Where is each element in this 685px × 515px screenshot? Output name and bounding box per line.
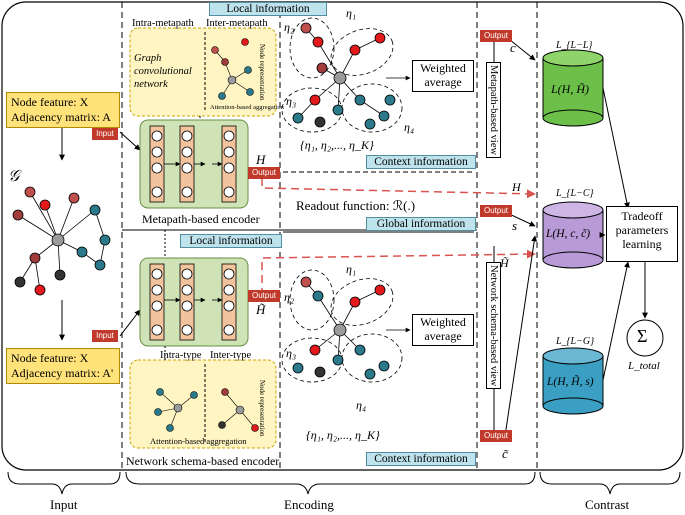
H-label: H (256, 152, 266, 167)
node-feature-bottom: Node feature: X (11, 351, 89, 365)
context-info-top: Context information (366, 155, 476, 169)
loss-cylinder-lc (542, 201, 604, 269)
loss-lg-formula: L(H, H̃, s) (547, 376, 594, 388)
weighted-average-top: Weighted average (412, 60, 474, 92)
intra-metapath-label: Intra-metapath (132, 18, 194, 29)
mp-eta3: η₃ (286, 94, 297, 108)
loss-lg-label: L_{L−G} (556, 336, 595, 347)
loss-cylinder-lg (542, 347, 604, 415)
H-label-right: H (512, 180, 521, 194)
sc-set: {η₁, η₂,..., η_K} (306, 428, 380, 442)
c-label: c (510, 40, 516, 55)
intra-type-label: Intra-type (160, 350, 202, 361)
ctilde-label: c̃ (502, 446, 508, 461)
sc-eta1: η₁ (346, 262, 357, 276)
gcn-label: Graph convolutional network (134, 53, 192, 90)
local-info-bottom: Local information (180, 234, 282, 248)
sum-circle (626, 319, 664, 357)
schema-cluster-graph (281, 269, 411, 383)
context-info-bottom: Context information (366, 452, 476, 466)
section-encoding: Encoding (284, 497, 334, 512)
graph-symbol: 𝒢 (8, 168, 20, 185)
loss-ll-label: L_{L−L} (556, 40, 593, 51)
input-button-bottom: Input (92, 330, 118, 342)
weighted-average-bottom: Weighted average (412, 314, 474, 346)
output-button-c: Output (480, 30, 512, 42)
inter-metapath-label: Inter-metapath (206, 18, 268, 29)
metapath-view: Metapath-based view (486, 62, 501, 159)
attention-top: Attention-based aggregation (210, 104, 284, 111)
adjacency-bottom: Adjacency matrix: A' (11, 366, 114, 380)
outer-frame (1, 1, 684, 471)
tradeoff-box: Tradeoff parameters learning (606, 206, 678, 262)
mp-set: {η₁, η₂,..., η_K} (300, 138, 374, 152)
input-box-bottom: Node feature: X Adjacency matrix: A' (6, 348, 120, 384)
sc-eta2: η₂ (284, 290, 295, 304)
Htilde-label-right: H̃ (500, 256, 509, 270)
loss-lc-label: L_{L−C} (556, 188, 594, 199)
metapath-inset (129, 27, 277, 117)
s-label: s (512, 218, 518, 233)
total-loss-label: L_total (628, 360, 660, 372)
inter-type-label: Inter-type (210, 350, 252, 361)
metapath-cluster-graph (281, 17, 411, 133)
sc-eta3: η₃ (286, 346, 297, 360)
inset-graph-bottom (154, 388, 259, 432)
loss-cylinder-ll (542, 49, 604, 127)
input-graph (12, 186, 111, 296)
readout-label: Readout function: ℛ(.) (296, 198, 416, 213)
input-box-top: Node feature: X Adjacency matrix: A (6, 92, 120, 128)
output-button-s: Output (480, 205, 512, 217)
mp-eta1: η₁ (346, 6, 357, 20)
output-button-H: Output (248, 167, 280, 179)
Htilde-label: H̃ (256, 302, 266, 317)
sum-symbol: Σ (637, 326, 648, 346)
node-repr-top: Node representation (258, 44, 266, 101)
schema-view: Network schema-based view (486, 262, 501, 390)
metapath-layers (149, 125, 237, 203)
mp-eta4: η₄ (404, 120, 415, 134)
section-input: Input (50, 497, 78, 512)
input-button-top: Input (92, 128, 118, 140)
global-info: Global information (366, 217, 476, 231)
sc-eta4: η₄ (356, 398, 367, 412)
output-button-ctilde: Output (480, 430, 512, 442)
metapath-encoder-title: Metapath-based encoder (142, 212, 260, 226)
schema-layers (149, 263, 237, 341)
section-contrast: Contrast (585, 497, 630, 512)
mp-eta2: η₂ (284, 20, 295, 34)
node-repr-bottom: Node representation (258, 380, 266, 437)
local-info-top: Local information (209, 2, 327, 16)
output-button-Htilde: Output (248, 290, 280, 302)
adjacency-top: Adjacency matrix: A (11, 110, 111, 124)
schema-inset (129, 359, 277, 449)
loss-ll-formula: L(H, H̃) (551, 82, 589, 96)
attention-bottom: Attention-based aggregation (150, 436, 247, 446)
inset-graph-top (211, 38, 254, 100)
loss-lc-formula: L(H, c, c̃) (546, 228, 591, 240)
schema-encoder-title: Network schema-based encoder (126, 454, 280, 468)
node-feature-top: Node feature: X (11, 95, 89, 109)
